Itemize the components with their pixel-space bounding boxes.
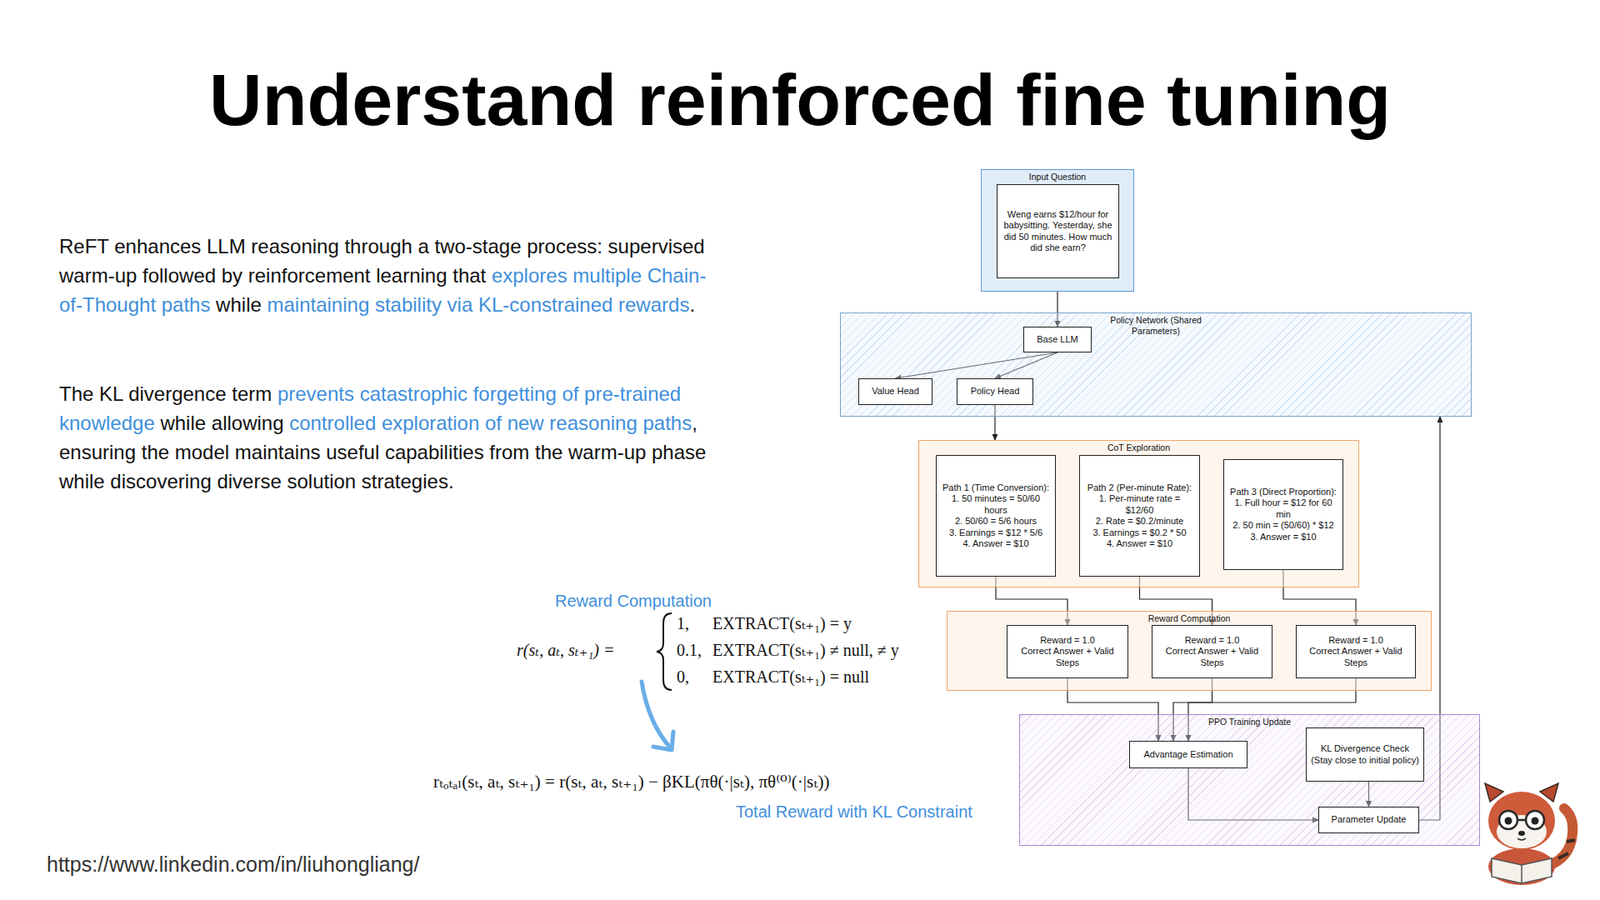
model-box: Base LLM [1023, 326, 1092, 353]
box-text: KL Divergence Check (Stay close to initi… [1310, 743, 1420, 766]
box-text: 3. Earnings = $12 * 5/6 [949, 527, 1043, 540]
process-box: Parameter Update [1318, 806, 1420, 834]
box-text: Base LLM [1036, 334, 1079, 346]
band-heading: Policy Network (Shared Parameters) [1106, 315, 1205, 337]
box-text: Path 1 (Time Conversion): [942, 482, 1050, 495]
title: Understand reinforced fine tuning [0, 56, 1600, 144]
box-text: Correct Answer + Valid Steps [1156, 645, 1268, 669]
path-box: Path 1 (Time Conversion):1. 50 minutes =… [935, 455, 1056, 577]
path-box: Path 2 (Per-minute Rate):1. Per-minute r… [1079, 455, 1200, 577]
box-text: Weng earns $12/hour for babysitting. Yes… [1001, 209, 1115, 255]
band-heading: PPO Training Update [1208, 716, 1291, 728]
box-text: Value Head [871, 385, 920, 398]
formula: rₜₒₜₐₗ(sₜ, aₜ, sₜ₊₁) = r(sₜ, aₜ, sₜ₊₁) −… [433, 771, 830, 792]
formula: 0.1, [676, 640, 702, 660]
box-text: 2. Rate = $0.2/minute [1095, 515, 1184, 528]
annotation: Reward Computation [555, 590, 712, 612]
box-text: Advantage Estimation [1143, 749, 1233, 761]
formula: 1, [676, 613, 690, 634]
exploration-band: CoT ExplorationPath 1 (Time Conversion):… [918, 440, 1360, 588]
box-text: 1. 50 minutes = 50/60 hours [940, 493, 1051, 516]
url: https://www.linkedin.com/in/liuhongliang… [46, 851, 420, 877]
body-text: The KL divergence term [59, 382, 278, 405]
formula: r(sₜ, aₜ, sₜ₊₁) = [516, 640, 615, 660]
path-box: Path 3 (Direct Proportion):1. Full hour … [1223, 459, 1344, 570]
box-text: 4. Answer = $10 [1106, 538, 1173, 550]
box-text: 3. Answer = $10 [1250, 531, 1316, 544]
ppo-band: PPO Training UpdateAdvantage Estimation K… [1019, 714, 1480, 846]
band-heading: Input Question [1029, 171, 1086, 183]
head-box: Policy Head [956, 378, 1034, 405]
highlight-text: controlled exploration of new reasoning … [289, 411, 692, 435]
formula: EXTRACT(sₜ₊₁) ≠ null, ≠ y [712, 640, 900, 660]
annotation: Total Reward with KL Constraint [735, 800, 973, 823]
policy-network-band: Policy Network (Shared Parameters) Base L… [840, 312, 1472, 417]
band-heading: CoT Exploration [1107, 442, 1170, 454]
box-text: Correct Answer + Valid Steps [1300, 645, 1411, 669]
box-text: 3. Earnings = $0.2 * 50 [1092, 527, 1186, 540]
head-box: Value Head [858, 378, 933, 405]
highlight-text: maintaining stability via KL-constrained… [266, 293, 690, 316]
box-text: 2. 50/60 = 5/6 hours [955, 515, 1037, 528]
callout-arrow [641, 681, 674, 750]
question-box: Weng earns $12/hour for babysitting. Yes… [996, 184, 1120, 279]
check-box: KL Divergence Check (Stay close to initi… [1305, 727, 1425, 782]
brace [656, 613, 672, 690]
reward-box: Reward = 1.0Correct Answer + Valid Steps [1006, 625, 1129, 679]
reward-box: Reward = 1.0Correct Answer + Valid Steps [1151, 625, 1273, 679]
body-text: while [210, 293, 267, 316]
box-text: Path 3 (Direct Proportion): [1230, 486, 1337, 499]
box-text: 2. 50 min = (50/60) * $12 [1232, 520, 1334, 532]
box-text: 1. Full hour = $12 for 60 min [1228, 497, 1339, 520]
box-text: Policy Head [970, 385, 1020, 398]
formula: EXTRACT(sₜ₊₁) = y [712, 613, 852, 634]
paragraph: ReFT enhances LLM reasoning through a tw… [59, 231, 726, 320]
reward-band: Reward ComputationReward = 1.0Correct An… [946, 610, 1432, 691]
body-text: while allowing [155, 411, 290, 435]
formula: EXTRACT(sₜ₊₁) = null [712, 666, 870, 687]
process-box: Advantage Estimation [1129, 740, 1248, 769]
band-heading: Reward Computation [1148, 613, 1231, 625]
box-text: Correct Answer + Valid Steps [1011, 645, 1124, 669]
formula: 0, [676, 666, 690, 687]
box-text: 4. Answer = $10 [962, 538, 1029, 550]
box-text: 1. Per-minute rate = $12/60 [1084, 493, 1195, 516]
box-text: Reward = 1.0 [1328, 635, 1384, 647]
reward-box: Reward = 1.0Correct Answer + Valid Steps [1295, 625, 1416, 679]
paragraph: The KL divergence term prevents catastro… [59, 379, 726, 496]
box-text: Path 2 (Per-minute Rate): [1087, 482, 1192, 495]
mascot [1485, 783, 1575, 885]
box-text: Reward = 1.0 [1040, 635, 1095, 647]
input-panel: Input QuestionWeng earns $12/hour for ba… [980, 169, 1135, 292]
box-text: Reward = 1.0 [1185, 635, 1240, 647]
box-text: Parameter Update [1331, 814, 1407, 826]
body-text: . [689, 293, 695, 316]
